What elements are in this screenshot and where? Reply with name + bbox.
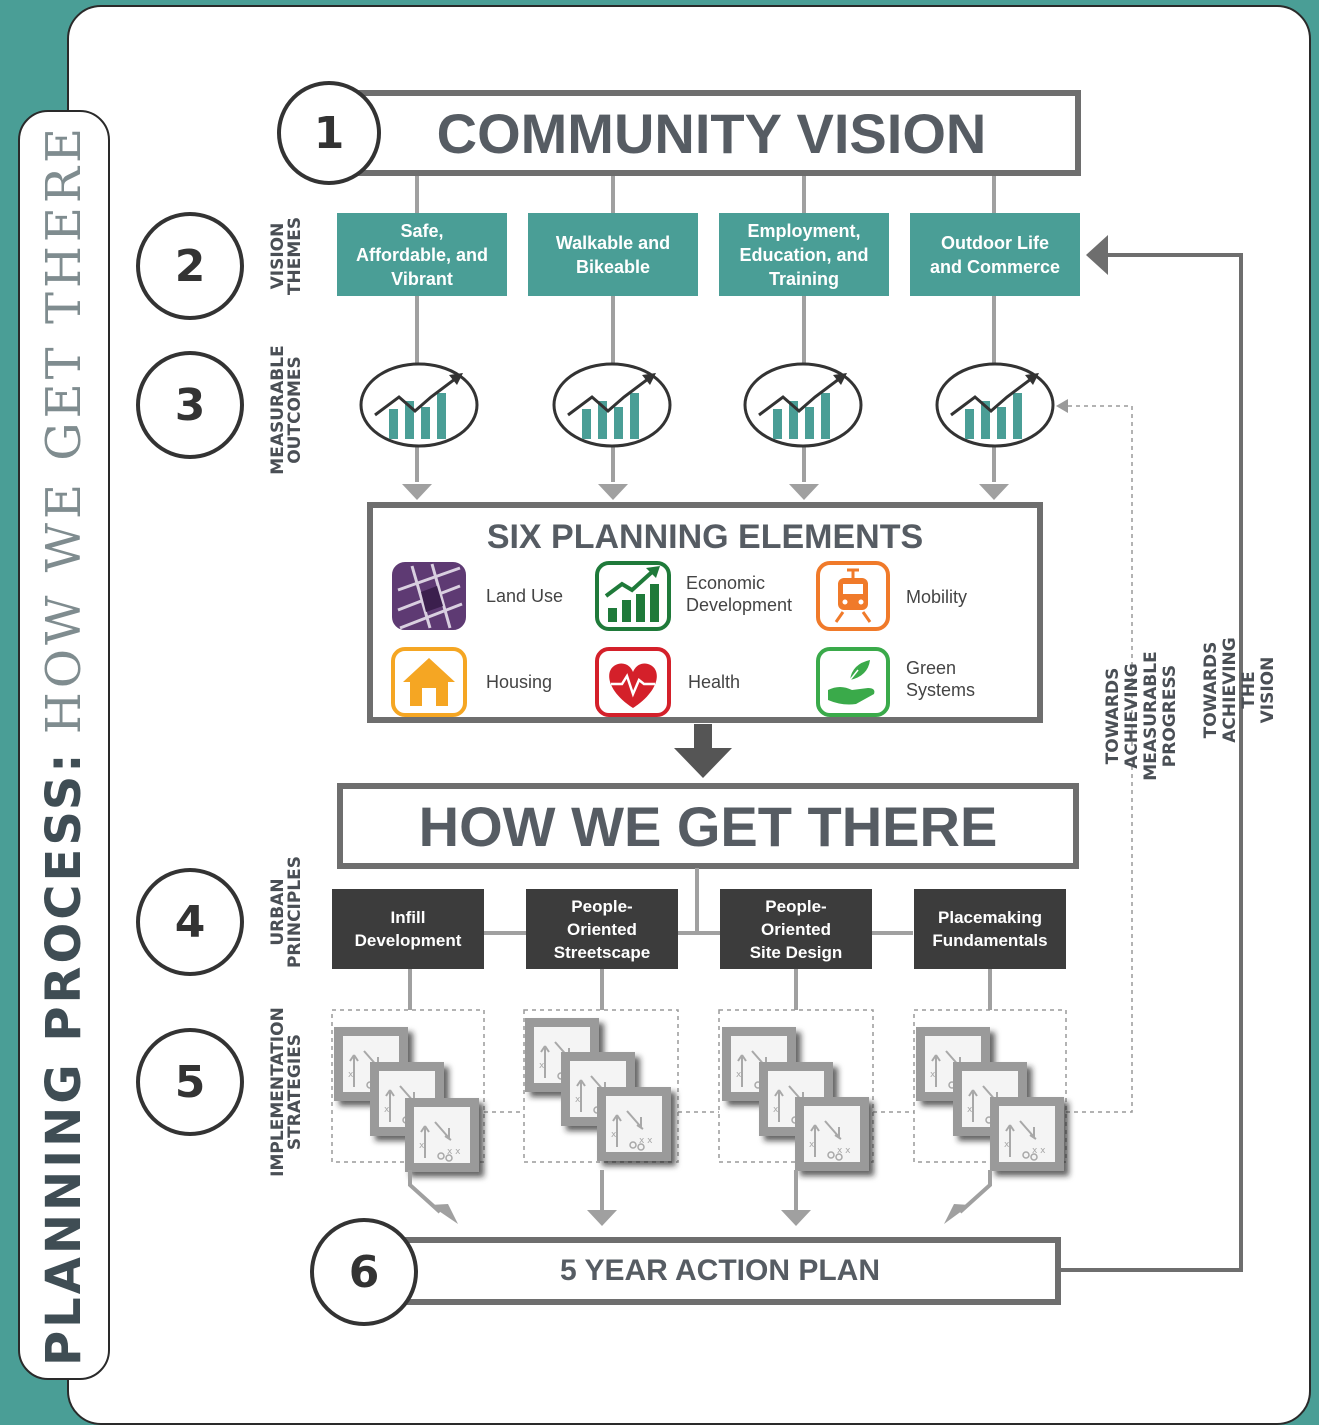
heart-pulse-icon xyxy=(595,647,671,717)
strategy-cards-1 xyxy=(333,1026,480,1173)
community-vision-title: COMMUNITY VISION xyxy=(436,101,987,165)
vision-theme: Safe, Affordable, and Vibrant xyxy=(337,213,507,296)
strategy-to-plan-arrows xyxy=(408,1170,992,1214)
down-arrow xyxy=(674,724,732,778)
row-label-implementation-strategies: IMPLEMENTATION STRATEGIES xyxy=(268,1007,305,1177)
row-label-vision-themes: VISION THEMES xyxy=(268,216,305,296)
urban-principle: People- Oriented Streetscape xyxy=(526,889,678,969)
vision-theme: Outdoor Life and Commerce xyxy=(910,213,1080,296)
feedback-label-measurable-progress: TOWARDS ACHIEVING MEASURABLE PROGRESS xyxy=(1103,651,1180,781)
six-planning-elements-title: SIX PLANNING ELEMENTS xyxy=(486,517,924,556)
strategy-cards-4 xyxy=(915,1026,1065,1172)
outcome-chart-icon xyxy=(359,362,479,448)
six-planning-elements-box xyxy=(367,502,1043,723)
growth-chart-icon xyxy=(595,561,671,631)
row-label-measurable-outcomes: MEASURABLE OUTCOMES xyxy=(268,345,305,475)
step-5-number: 5 xyxy=(174,1056,206,1108)
vision-arrowhead xyxy=(1086,235,1108,275)
element-label-land-use: Land Use xyxy=(486,586,564,606)
side-title-light: HOW WE GET THERE xyxy=(36,123,92,735)
strategy-cards-2 xyxy=(524,1017,672,1162)
vision-theme: Employment, Education, and Training xyxy=(719,213,889,296)
step-3-number: 3 xyxy=(174,379,206,431)
step-6-number: 6 xyxy=(348,1246,380,1298)
element-label-health: Health xyxy=(688,672,741,692)
outcome-arrowheads xyxy=(402,484,1009,500)
principle-connectors xyxy=(408,868,992,1010)
vision-feedback-line xyxy=(1058,253,1243,1272)
element-label-green-systems: Green Systems xyxy=(906,658,976,700)
vision-theme: Walkable and Bikeable xyxy=(528,213,698,296)
community-vision-box xyxy=(342,90,1081,176)
land-use-grid-icon xyxy=(392,562,466,630)
urban-principle: People- Oriented Site Design xyxy=(720,889,872,969)
row-label-urban-principles: URBAN PRINCIPLES xyxy=(268,855,305,969)
step-circles xyxy=(136,81,418,1326)
step-4-number: 4 xyxy=(174,896,206,948)
plan-arrowheads xyxy=(430,1204,970,1226)
step-1-number: 1 xyxy=(313,107,345,159)
leaf-hand-icon xyxy=(816,647,890,717)
side-title-tab xyxy=(18,110,110,1380)
side-title-bold: PLANNING PROCESS: xyxy=(36,750,92,1367)
train-icon xyxy=(816,561,890,631)
outcome-chart-icon xyxy=(935,362,1055,448)
how-we-get-there-box xyxy=(337,783,1079,869)
progress-arrowhead xyxy=(1056,399,1068,413)
element-label-economic-development: Economic Development xyxy=(686,573,793,615)
vision-connectors xyxy=(415,175,996,482)
action-plan-title: 5 YEAR ACTION PLAN xyxy=(559,1254,881,1287)
element-label-mobility: Mobility xyxy=(906,587,968,607)
how-we-get-there-title: HOW WE GET THERE xyxy=(418,794,998,858)
urban-principle: Placemaking Fundamentals xyxy=(914,889,1066,969)
side-title: PLANNING PROCESS: HOW WE GET THERE xyxy=(36,124,92,1366)
feedback-label-vision: TOWARDS ACHIEVING THE VISION xyxy=(1201,637,1278,743)
strategy-cards-3 xyxy=(721,1026,870,1172)
urban-principle: Infill Development xyxy=(332,889,484,969)
step-2-number: 2 xyxy=(174,240,206,292)
element-label-housing: Housing xyxy=(486,672,553,692)
house-icon xyxy=(391,647,467,717)
outcome-chart-icon xyxy=(552,362,672,448)
outcome-chart-icon xyxy=(743,362,863,448)
